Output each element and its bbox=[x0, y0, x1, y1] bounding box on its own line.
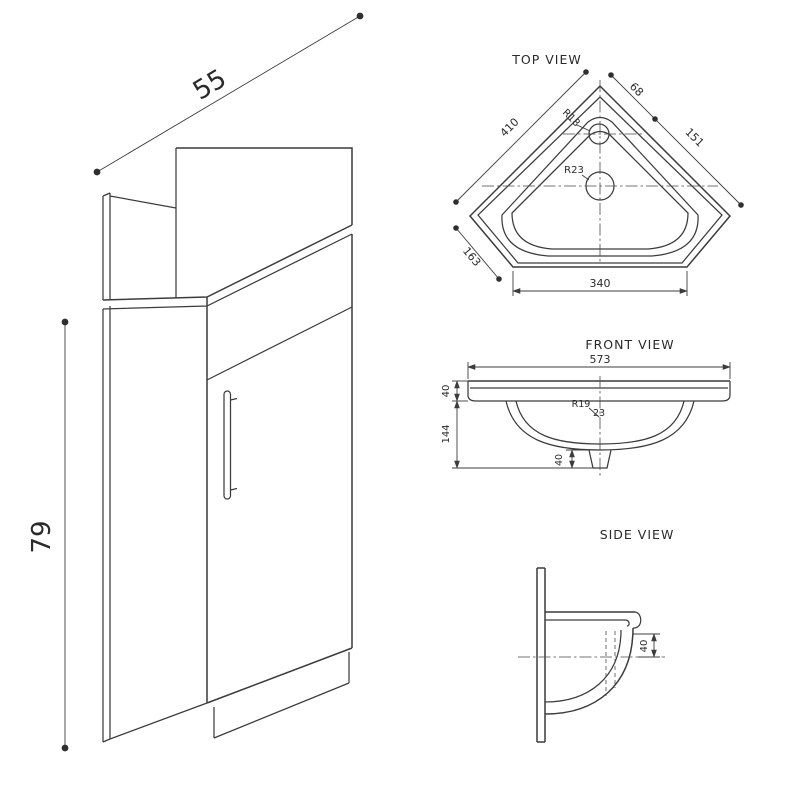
basin-outline-top bbox=[468, 84, 732, 268]
basin-side-rim bbox=[545, 611, 642, 629]
cabinet-width-label: 55 bbox=[188, 64, 232, 107]
basin-side-bowl bbox=[544, 627, 634, 715]
door-handle bbox=[223, 390, 238, 500]
dim-144-label: 144 bbox=[441, 424, 452, 443]
top-view-title: TOP VIEW bbox=[511, 52, 581, 67]
radius-callouts: R18 R23 bbox=[560, 107, 591, 181]
dim-340-label: 340 bbox=[590, 277, 611, 290]
dimension-163: 163 bbox=[453, 225, 502, 282]
side-view: SIDE VIEW 40 bbox=[518, 527, 675, 743]
cabinet-height-dimension: 79 bbox=[27, 318, 69, 752]
dim-40-rim-label: 40 bbox=[441, 385, 452, 398]
dim-68-label: 68 bbox=[627, 80, 646, 99]
dimension-573: 573 bbox=[467, 353, 731, 379]
dimension-410: 410 bbox=[453, 69, 589, 205]
basin-side-wall bbox=[536, 567, 546, 743]
dim-151-label: 151 bbox=[682, 126, 706, 150]
dim-163-label: 163 bbox=[460, 245, 483, 269]
radius-r23-label: R23 bbox=[564, 165, 584, 176]
dim-410-label: 410 bbox=[498, 116, 522, 140]
top-view-centerlines bbox=[482, 80, 718, 262]
front-view-title: FRONT VIEW bbox=[585, 337, 674, 352]
top-view: TOP VIEW 410 bbox=[453, 52, 744, 296]
cabinet-isometric-view: 55 79 bbox=[27, 12, 364, 752]
basin-bowl-top bbox=[501, 116, 699, 257]
dimension-rim-40: 40 bbox=[441, 380, 468, 402]
dimension-340: 340 bbox=[512, 271, 688, 296]
dimension-side-40: 40 bbox=[633, 633, 660, 658]
front-view: FRONT VIEW 573 40 144 bbox=[441, 337, 731, 477]
cabinet-door-face bbox=[206, 234, 353, 704]
basin-front-profile bbox=[467, 376, 731, 477]
cabinet-left-side bbox=[102, 306, 208, 743]
dimension-144: 144 bbox=[441, 400, 589, 469]
dim-40-side-label: 40 bbox=[639, 640, 650, 653]
cabinet-width-dimension: 55 bbox=[93, 12, 364, 176]
cabinet-countertop bbox=[102, 224, 353, 310]
dimension-trap-40: 40 bbox=[554, 449, 593, 469]
dim-40-trap-label: 40 bbox=[554, 454, 565, 466]
cabinet-back-panel bbox=[102, 147, 353, 300]
side-view-title: SIDE VIEW bbox=[600, 527, 675, 542]
cabinet-height-label: 79 bbox=[27, 520, 57, 553]
dim-573-label: 573 bbox=[590, 353, 611, 366]
dim-23-label: 23 bbox=[593, 408, 605, 419]
front-radius-callouts: R19 23 bbox=[572, 399, 605, 419]
radius-r19-label: R19 bbox=[572, 399, 591, 410]
cabinet-plinth bbox=[213, 652, 350, 739]
